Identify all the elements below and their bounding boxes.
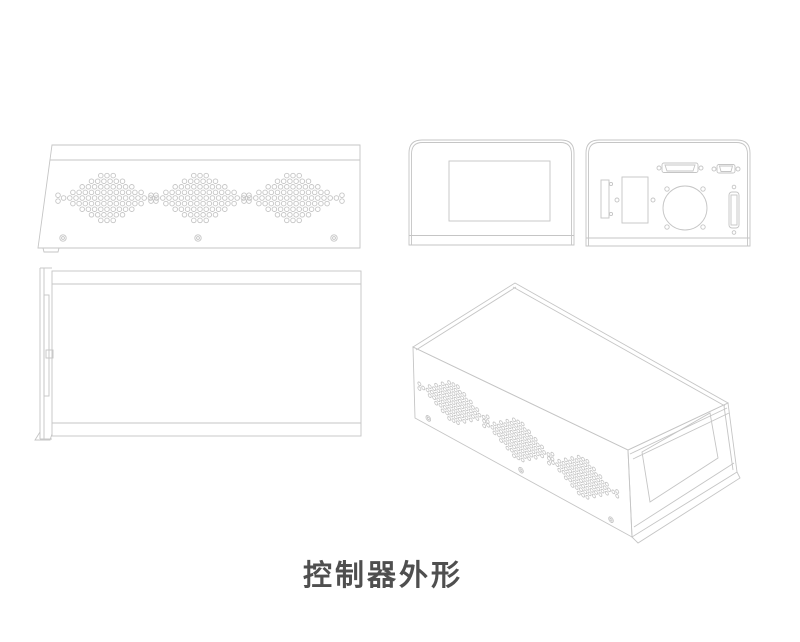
view-iso-view bbox=[412, 282, 741, 544]
drawing-title: 控制器外形 bbox=[302, 560, 463, 592]
screw-icon bbox=[608, 516, 614, 524]
screw-icon bbox=[330, 234, 338, 242]
vent-hole-cluster bbox=[417, 380, 490, 426]
screw-icon bbox=[425, 415, 432, 422]
screw-icon bbox=[518, 466, 524, 474]
view-side-view bbox=[37, 144, 361, 253]
view-top-view bbox=[34, 267, 362, 441]
screw-icon bbox=[59, 234, 67, 242]
view-rear-view bbox=[585, 139, 751, 247]
view-iso-view-vents bbox=[417, 380, 620, 524]
view-front-view bbox=[408, 139, 575, 246]
vent-hole-cluster bbox=[547, 454, 620, 500]
vent-hole-cluster bbox=[148, 172, 252, 224]
vent-hole-cluster bbox=[241, 172, 345, 224]
vent-hole-cluster bbox=[482, 417, 555, 463]
vent-hole-cluster bbox=[55, 172, 159, 224]
screw-icon bbox=[194, 234, 202, 242]
